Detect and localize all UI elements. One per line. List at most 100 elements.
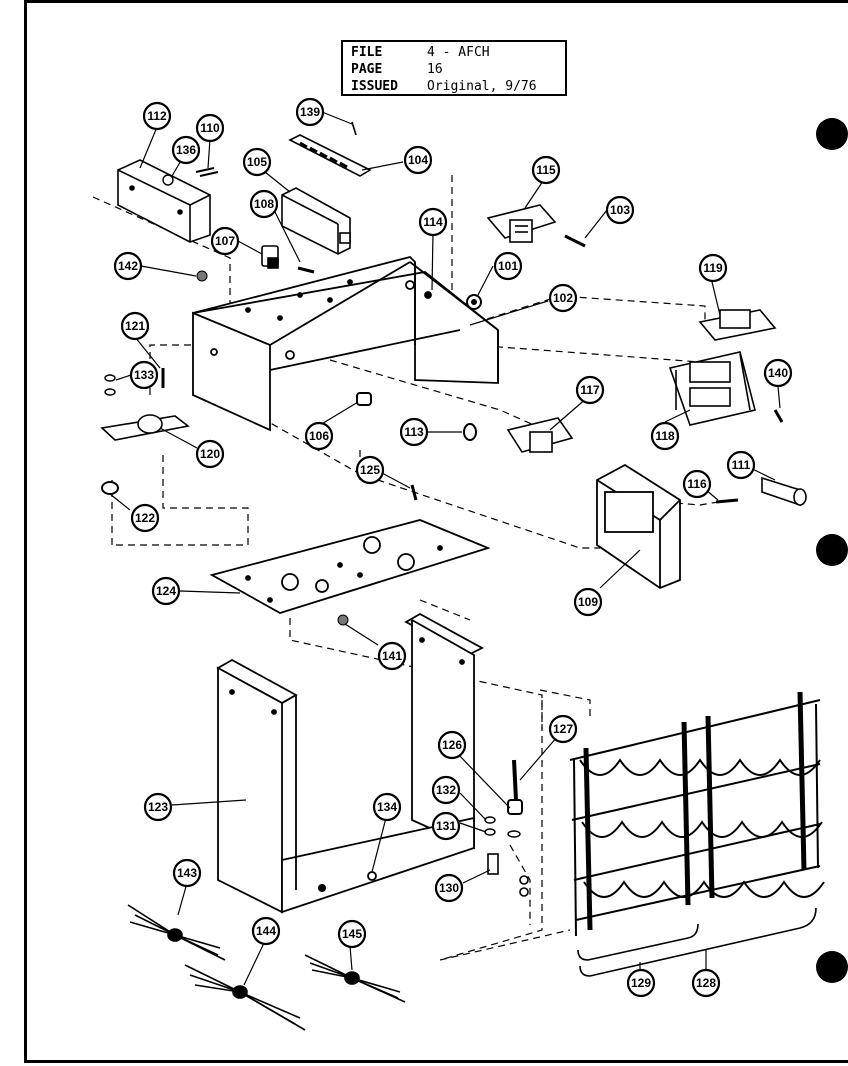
callout-label: 130 xyxy=(439,881,459,895)
callout-109: 109 xyxy=(573,587,603,617)
callout-128: 128 xyxy=(691,968,721,998)
callout-110: 110 xyxy=(195,113,225,143)
callout-141: 141 xyxy=(377,641,407,671)
callout-label: 123 xyxy=(148,800,168,814)
callout-label: 118 xyxy=(655,429,675,443)
part-143-wire-harness xyxy=(127,904,226,961)
callout-label: 114 xyxy=(423,215,443,229)
part-116-screw xyxy=(715,498,739,504)
callout-140: 140 xyxy=(763,358,793,388)
callout-label: 121 xyxy=(125,319,145,333)
callout-label: 109 xyxy=(578,595,598,609)
callout-143: 143 xyxy=(172,858,202,888)
callout-label: 140 xyxy=(768,366,788,380)
callout-107: 107 xyxy=(210,226,240,256)
callout-122: 122 xyxy=(130,503,160,533)
binder-holes xyxy=(816,118,848,983)
page-row: PAGE 16 xyxy=(351,61,557,78)
part-102-control-box xyxy=(192,256,499,432)
callout-label: 129 xyxy=(631,976,651,990)
part-103-screw xyxy=(564,234,586,248)
callout-114: 114 xyxy=(418,207,448,237)
part-133-washers xyxy=(104,374,116,396)
callout-125: 125 xyxy=(355,455,385,485)
callout-113: 113 xyxy=(399,417,429,447)
callout-134: 134 xyxy=(372,792,402,822)
callout-label: 131 xyxy=(436,819,456,833)
callout-label: 120 xyxy=(200,447,220,461)
callout-label: 102 xyxy=(553,291,573,305)
part-140-screw xyxy=(773,409,784,423)
file-label: FILE xyxy=(351,45,383,60)
part-115-relay xyxy=(486,204,557,243)
part-105-bracket xyxy=(281,187,351,255)
callout-label: 134 xyxy=(377,800,397,814)
callout-label: 127 xyxy=(553,722,573,736)
issued-label: ISSUED xyxy=(351,79,398,94)
part-112-terminal-cover xyxy=(117,159,211,243)
callout-label: 126 xyxy=(442,738,462,752)
callout-102: 102 xyxy=(548,283,578,313)
callout-132: 132 xyxy=(431,775,461,805)
callout-108: 108 xyxy=(249,189,279,219)
part-104-terminal-strip xyxy=(288,121,372,177)
callout-119: 119 xyxy=(698,253,728,283)
part-144-wire-harness xyxy=(184,964,306,1031)
callout-label: 107 xyxy=(215,234,235,248)
part-122-spacer xyxy=(101,481,119,495)
part-101-grommet xyxy=(466,294,482,310)
part-145-wire-harness xyxy=(304,954,406,1003)
part-118-relay-assembly xyxy=(668,351,756,426)
part-107-clamp xyxy=(261,245,279,269)
file-info-box: FILE 4 - AFCH PAGE 16 ISSUED Original, 9… xyxy=(341,40,567,96)
callout-104: 104 xyxy=(403,145,433,175)
callout-label: 124 xyxy=(156,584,176,598)
part-127-stud xyxy=(512,759,518,801)
callout-139: 139 xyxy=(295,97,325,127)
callout-label: 128 xyxy=(696,976,716,990)
callout-106: 106 xyxy=(304,421,334,451)
part-120-thermostat xyxy=(100,414,190,441)
callout-115: 115 xyxy=(531,155,561,185)
callout-118: 118 xyxy=(650,421,680,451)
leader-lines xyxy=(109,111,781,986)
callout-145: 145 xyxy=(337,919,367,949)
callout-label: 115 xyxy=(536,163,556,177)
callout-120: 120 xyxy=(195,439,225,469)
callout-116: 116 xyxy=(682,469,712,499)
callout-label: 111 xyxy=(732,458,751,472)
part-141-nut xyxy=(337,614,349,626)
callout-label: 122 xyxy=(135,511,155,525)
callout-label: 105 xyxy=(247,155,267,169)
part-132-131-washers xyxy=(484,816,521,838)
callout-112: 112 xyxy=(142,101,172,131)
callout-label: 108 xyxy=(254,197,274,211)
callout-136: 136 xyxy=(171,135,201,165)
callout-103: 103 xyxy=(605,195,635,225)
callout-label: 136 xyxy=(176,143,196,157)
callout-117: 117 xyxy=(575,375,605,405)
callout-label: 125 xyxy=(360,463,380,477)
part-136-washer xyxy=(162,174,174,186)
part-126-insulator xyxy=(507,799,523,815)
part-109-panel xyxy=(596,463,681,590)
callout-label: 113 xyxy=(404,425,424,439)
callout-129: 129 xyxy=(626,968,656,998)
part-123-housing xyxy=(216,612,484,914)
callout-124: 124 xyxy=(151,576,181,606)
callout-label: 103 xyxy=(610,203,630,217)
callout-label: 116 xyxy=(687,477,707,491)
callout-127: 127 xyxy=(548,714,578,744)
callout-label: 142 xyxy=(118,259,138,273)
callout-126: 126 xyxy=(437,730,467,760)
callout-101: 101 xyxy=(493,251,523,281)
callout-label: 104 xyxy=(408,153,428,167)
callout-label: 112 xyxy=(147,109,167,123)
callout-123: 123 xyxy=(143,792,173,822)
part-113-clip xyxy=(463,423,477,441)
part-111-fuse xyxy=(761,476,807,507)
issued-value: Original, 9/76 xyxy=(427,79,537,94)
callout-label: 144 xyxy=(256,924,276,938)
